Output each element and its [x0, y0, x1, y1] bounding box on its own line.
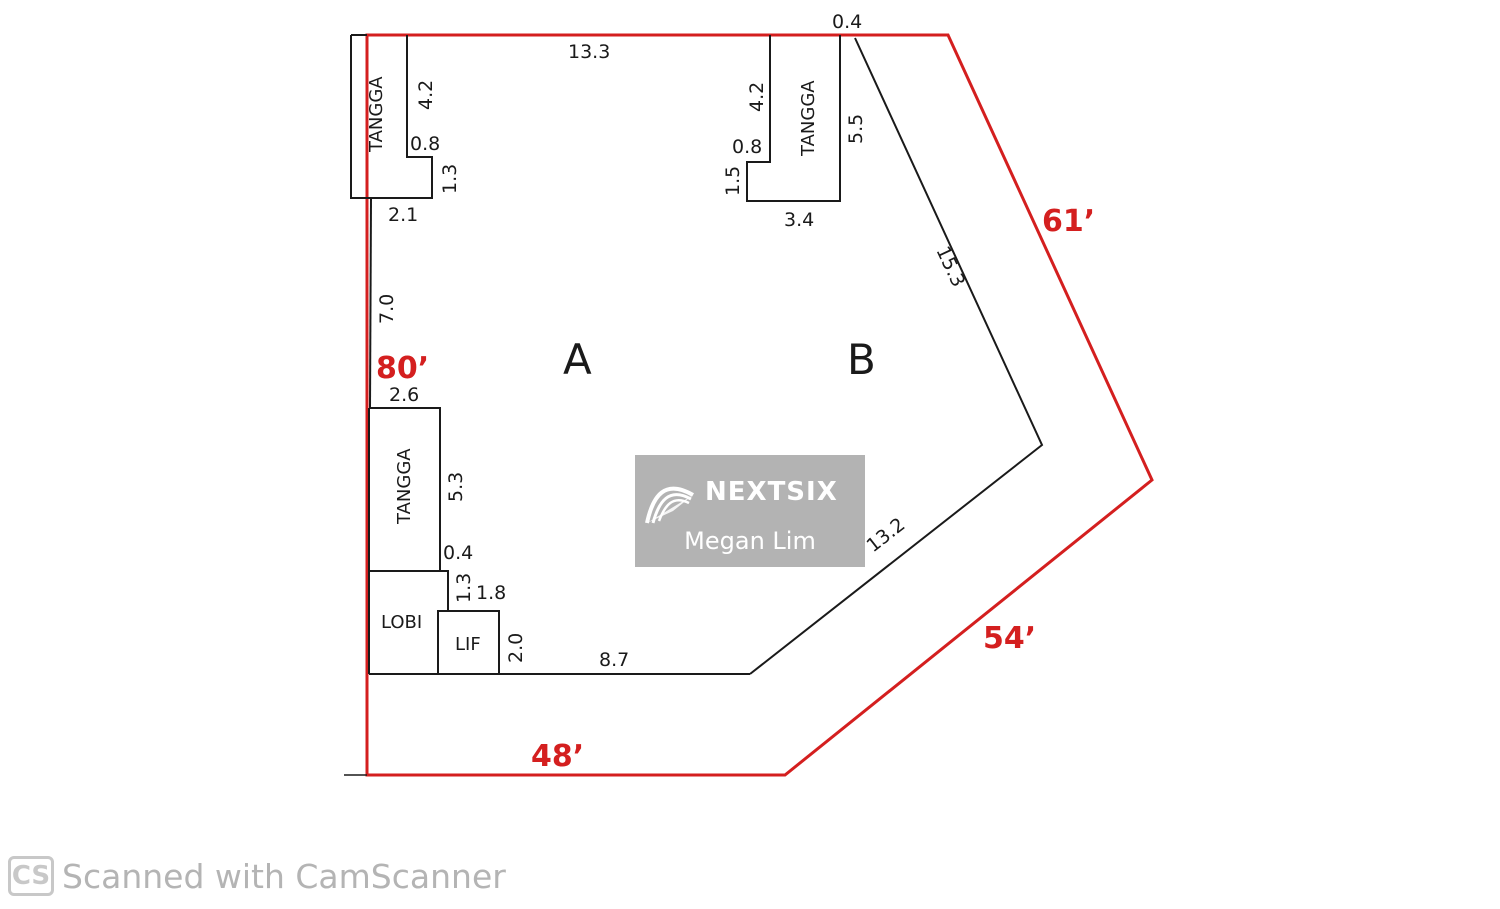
dim-tl-stair-drop: 1.3	[439, 164, 461, 194]
nextsix-logo-icon	[645, 486, 694, 524]
dim-top-edge: 13.3	[568, 41, 610, 63]
lot-boundary	[365, 33, 1154, 777]
building-outline	[350, 34, 1044, 675]
stair-top-left-label: TANGGA	[366, 76, 387, 153]
camscanner-footer: CS Scanned with CamScanner	[8, 852, 506, 900]
boundary-bottom-right-label: 54’	[983, 621, 1036, 656]
dim-tl-stair-height: 4.2	[415, 80, 437, 110]
boundary-bottom-label: 48’	[531, 739, 584, 774]
dim-left-stair-width: 2.6	[389, 384, 419, 406]
stair-left-label: TANGGA	[394, 448, 415, 525]
dim-lift-width: 1.8	[476, 582, 506, 604]
dim-tl-stair-step: 0.8	[410, 133, 440, 155]
stair-top-right-label: TANGGA	[798, 80, 819, 157]
dim-lobby-step: 0.4	[443, 542, 473, 564]
dim-left-stair-height: 5.3	[445, 472, 467, 502]
dim-tr-stair-height: 4.2	[746, 82, 768, 112]
camscanner-logo-icon: CS	[8, 856, 54, 896]
dim-tl-stair-width: 2.1	[388, 204, 418, 226]
dim-tr-stair-side: 5.5	[845, 114, 867, 144]
dim-diagonal-lower: 13.2	[863, 514, 910, 557]
dim-left-wall: 7.0	[376, 294, 398, 324]
dim-tr-stair-step: 0.8	[732, 136, 762, 158]
zone-b-label: B	[847, 335, 876, 384]
dim-top-right-gap: 0.4	[832, 11, 862, 33]
watermark-agent-name: Megan Lim	[684, 527, 816, 555]
boundary-top-right-label: 61’	[1042, 204, 1095, 239]
dim-diagonal-upper: 15.3	[931, 243, 969, 291]
lobby-label: LOBI	[381, 612, 422, 633]
boundary-left-label: 80’	[376, 351, 429, 386]
dim-tr-stair-drop: 1.5	[722, 166, 744, 196]
dim-bottom-edge: 8.7	[599, 649, 629, 671]
dim-lift-height: 2.0	[505, 633, 527, 663]
camscanner-text: Scanned with CamScanner	[62, 856, 506, 896]
lift-label: LIF	[455, 634, 481, 655]
zone-a-label: A	[563, 335, 592, 384]
dim-tr-stair-width: 3.4	[784, 209, 814, 231]
dim-lobby-drop: 1.3	[453, 573, 475, 603]
agency-watermark: NEXTSIX Megan Lim	[635, 455, 865, 567]
watermark-brand: NEXTSIX	[705, 477, 838, 507]
